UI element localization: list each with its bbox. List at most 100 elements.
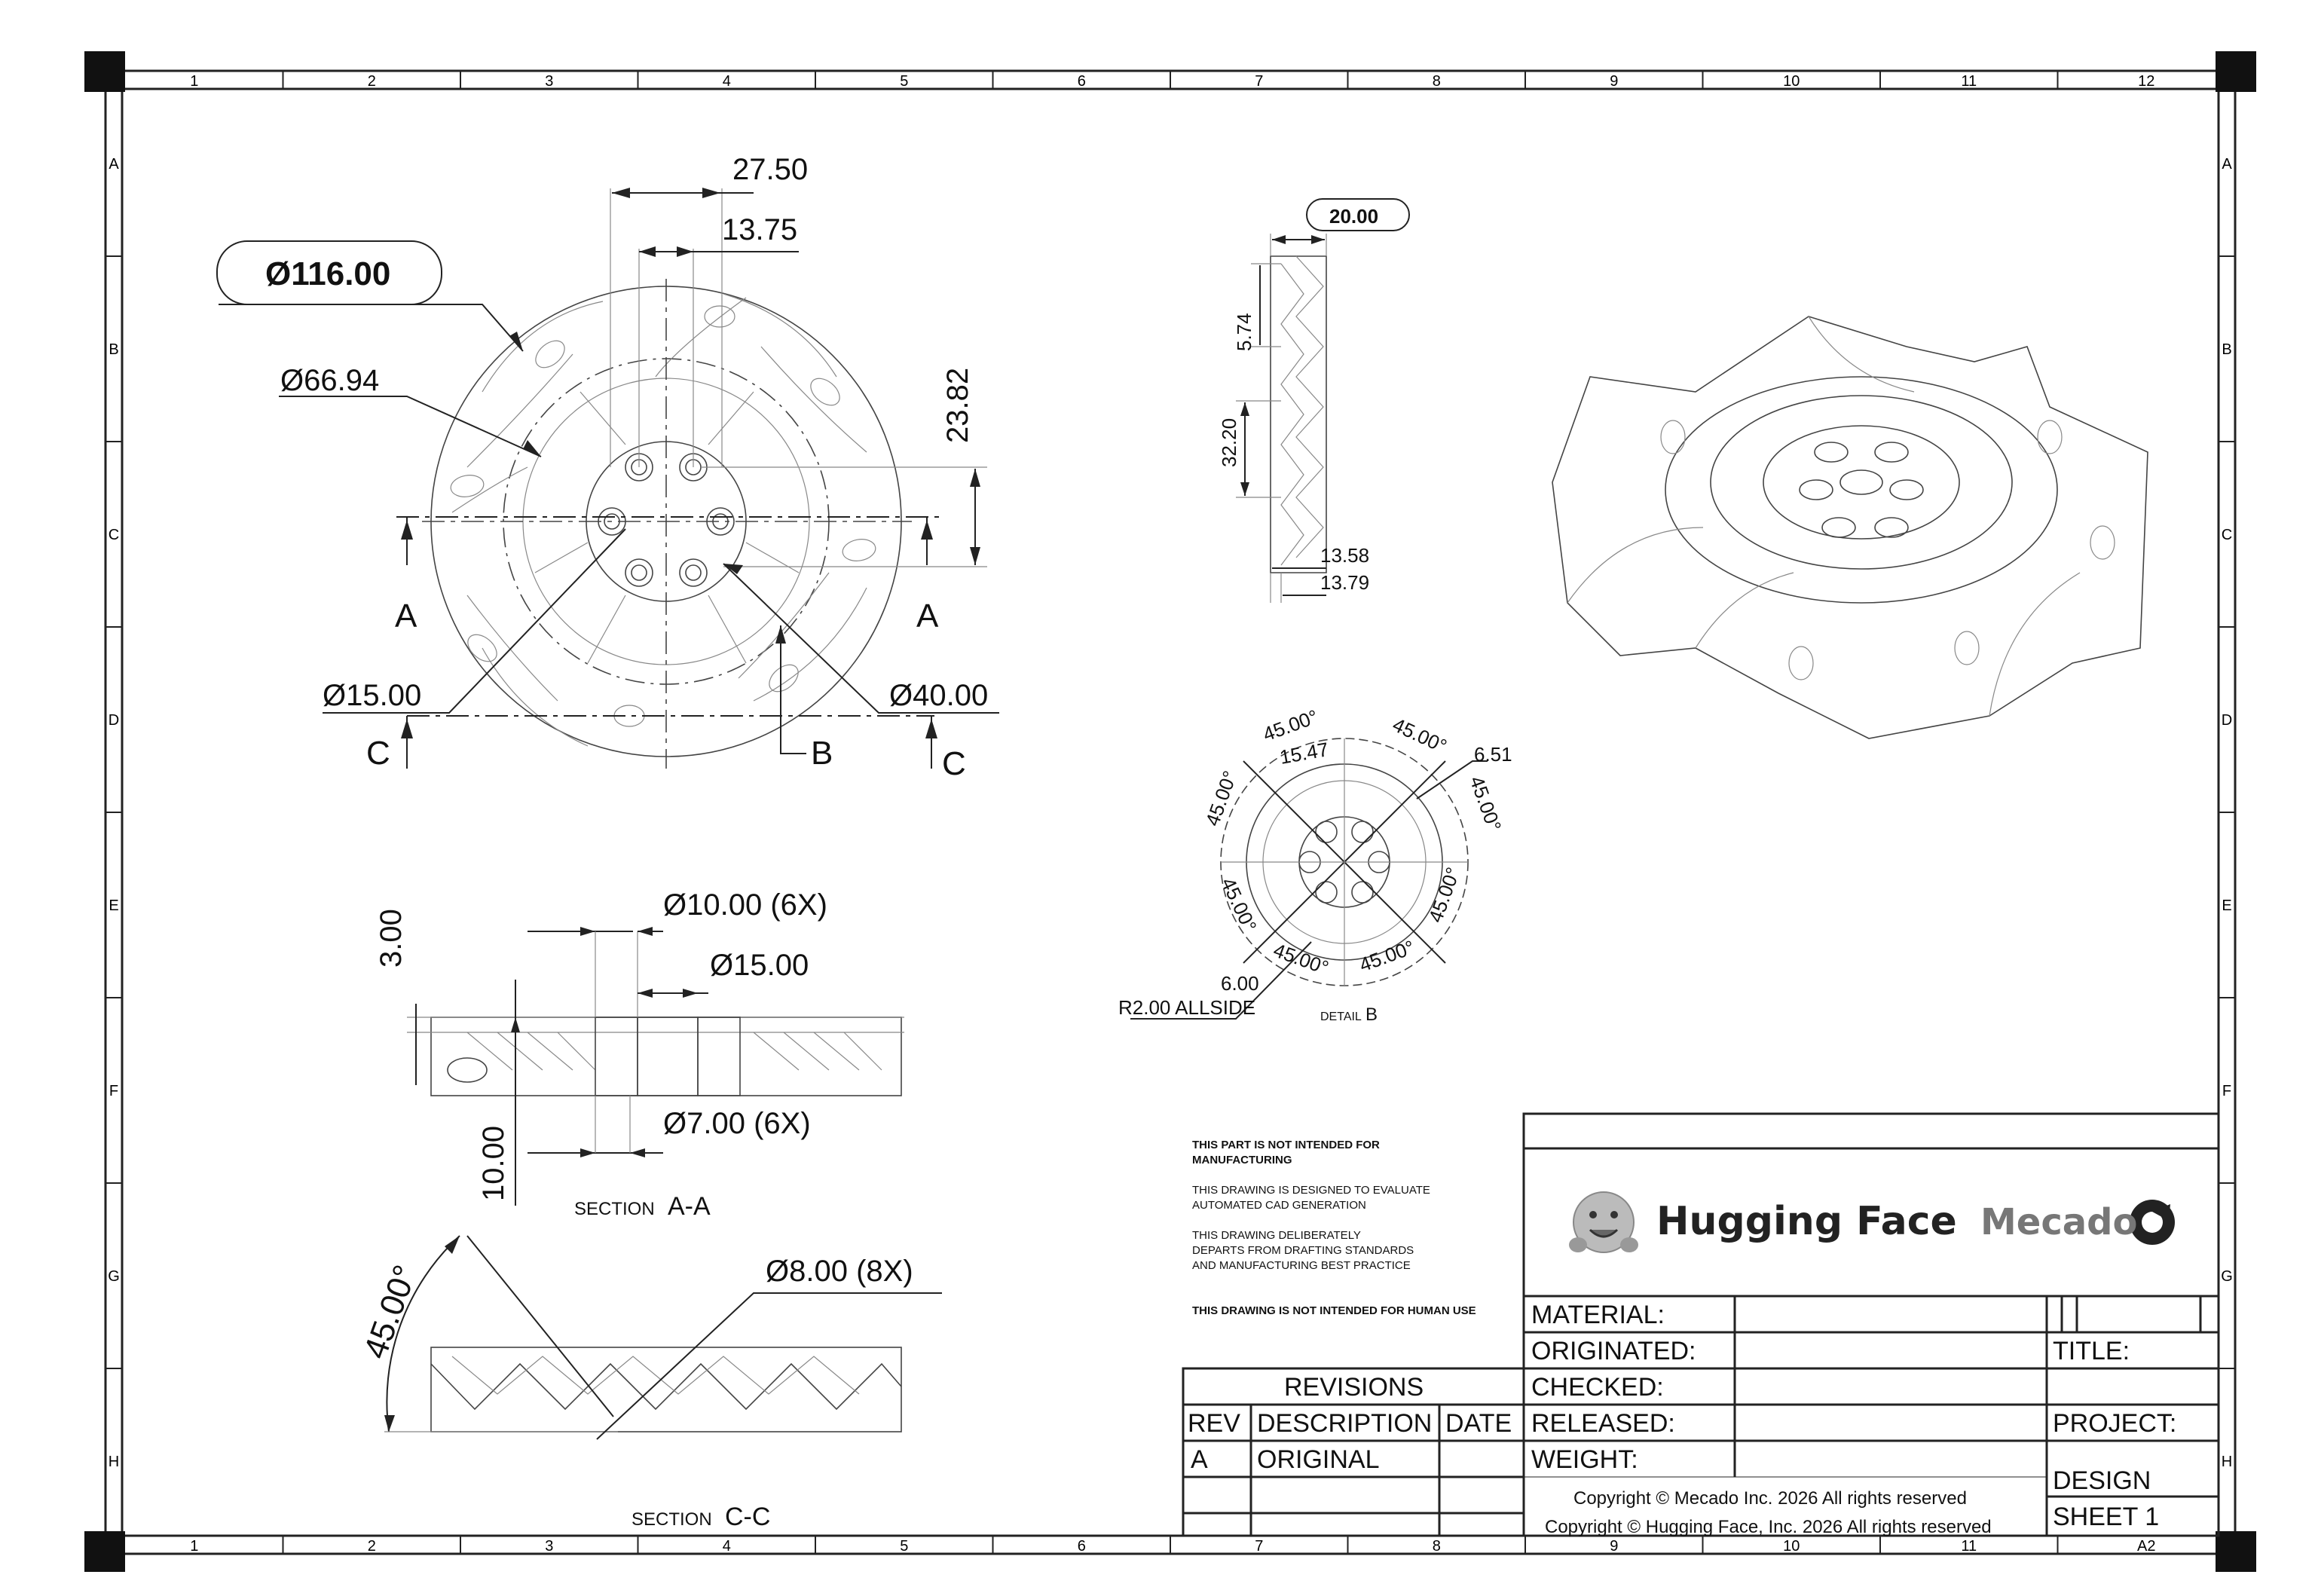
border-row-label-left: C bbox=[109, 527, 119, 543]
weight-label: WEIGHT: bbox=[1531, 1445, 1638, 1474]
detail-angle-4: 45.00° bbox=[1424, 864, 1464, 925]
dim-right-label: 23.82 bbox=[941, 368, 974, 443]
detail-angle-7: 45.00° bbox=[1217, 874, 1261, 935]
revisions-col-desc: DESCRIPTION bbox=[1257, 1409, 1432, 1438]
isometric-view bbox=[1552, 316, 2148, 739]
corner-mark-tl bbox=[84, 51, 125, 92]
border-col-label-bottom: 1 bbox=[190, 1538, 198, 1555]
cut-a-left-label: A bbox=[395, 598, 417, 634]
front-view bbox=[216, 188, 999, 769]
section-aa-label-small: SECTION bbox=[574, 1199, 655, 1219]
border-col-label-bottom: 3 bbox=[545, 1538, 553, 1555]
mecado-logo-text: Mecado bbox=[1980, 1201, 2138, 1243]
detail-angle-5: 45.00° bbox=[1356, 936, 1417, 977]
dia-hub-label: Ø40.00 bbox=[889, 679, 988, 712]
side-view bbox=[1236, 198, 1410, 603]
note-3b: DEPARTS FROM DRAFTING STANDARDS bbox=[1192, 1244, 1414, 1257]
border-row-label-right: B bbox=[2222, 341, 2231, 358]
border-col-label-bottom: A2 bbox=[2137, 1538, 2155, 1555]
dim-top2-label: 13.75 bbox=[722, 213, 797, 246]
side-dim2-label: 32.20 bbox=[1218, 418, 1240, 467]
section-cc-label-letter: C-C bbox=[725, 1503, 770, 1531]
dia-mid-label: Ø66.94 bbox=[280, 364, 379, 397]
cut-c-right-label: C bbox=[942, 745, 966, 782]
note-2b: AUTOMATED CAD GENERATION bbox=[1192, 1199, 1366, 1212]
side-dim3-label: 13.58 bbox=[1320, 544, 1369, 567]
note-1b: MANUFACTURING bbox=[1192, 1154, 1292, 1166]
border-col-label-top: 2 bbox=[368, 73, 376, 90]
title-label: TITLE: bbox=[2053, 1337, 2130, 1365]
section-cc-label-small: SECTION bbox=[632, 1509, 712, 1530]
project-label: PROJECT: bbox=[2053, 1409, 2176, 1438]
border-row-label-left: F bbox=[109, 1083, 118, 1099]
border-row-label-right: D bbox=[2222, 712, 2232, 729]
note-4: THIS DRAWING IS NOT INTENDED FOR HUMAN U… bbox=[1192, 1304, 1476, 1317]
section-aa-dim-bot: 10.00 bbox=[477, 1126, 510, 1201]
released-label: RELEASED: bbox=[1531, 1409, 1675, 1438]
border-col-label-top: 5 bbox=[900, 73, 908, 90]
detail-angle-3: 45.00° bbox=[1465, 773, 1506, 834]
side-dim4-label: 13.79 bbox=[1320, 571, 1369, 594]
checked-label: CHECKED: bbox=[1531, 1373, 1664, 1402]
section-aa-dim-top: 3.00 bbox=[375, 909, 408, 968]
hugging-face-logo-text: Hugging Face bbox=[1656, 1199, 1957, 1244]
border-row-label-left: D bbox=[109, 712, 119, 729]
border-row-label-right: F bbox=[2222, 1083, 2231, 1099]
note-3a: THIS DRAWING DELIBERATELY bbox=[1192, 1229, 1361, 1242]
revision-rev-cell: A bbox=[1191, 1445, 1208, 1474]
section-cc-angle: 45.00° bbox=[356, 1261, 424, 1364]
section-cc-hole: Ø8.00 (8X) bbox=[766, 1255, 913, 1288]
border-col-label-top: 1 bbox=[190, 73, 198, 90]
side-dim1-label: 5.74 bbox=[1233, 313, 1255, 351]
originated-label: ORIGINATED: bbox=[1531, 1337, 1696, 1365]
inner-frame bbox=[121, 87, 2220, 1537]
border-col-label-top: 12 bbox=[2138, 73, 2154, 90]
cut-a-right-label: A bbox=[916, 598, 939, 634]
title-block bbox=[1522, 1112, 2220, 1537]
border-col-label-top: 3 bbox=[545, 73, 553, 90]
note-2a: THIS DRAWING IS DESIGNED TO EVALUATE bbox=[1192, 1184, 1430, 1197]
section-cc-view bbox=[384, 1235, 942, 1440]
corner-mark-bl bbox=[84, 1531, 125, 1572]
section-aa-view bbox=[407, 927, 904, 1206]
detail-b-callout: B bbox=[811, 735, 833, 772]
note-1a: THIS PART IS NOT INTENDED FOR bbox=[1192, 1139, 1380, 1151]
border-col-label-top: 10 bbox=[1783, 73, 1800, 90]
border-col-label-top: 8 bbox=[1433, 73, 1441, 90]
cut-c-left-label: C bbox=[366, 735, 390, 772]
border-row-label-left: G bbox=[108, 1268, 120, 1285]
section-aa-hole1: Ø10.00 (6X) bbox=[663, 888, 827, 922]
border-col-label-top: 6 bbox=[1078, 73, 1086, 90]
border-row-label-right: E bbox=[2222, 897, 2231, 914]
note-3c: AND MANUFACTURING BEST PRACTICE bbox=[1192, 1259, 1411, 1272]
dim-top1-label: 27.50 bbox=[732, 153, 808, 186]
border-row-label-left: A bbox=[109, 156, 119, 173]
border-col-label-top: 9 bbox=[1610, 73, 1618, 90]
detail-label-small: DETAIL bbox=[1320, 1010, 1362, 1023]
border-row-label-right: A bbox=[2222, 156, 2232, 173]
border-col-label-top: 4 bbox=[723, 73, 731, 90]
sheet-label: SHEET 1 bbox=[2053, 1503, 2159, 1531]
detail-label-letter: B bbox=[1365, 1004, 1378, 1025]
detail-b-view bbox=[1130, 738, 1488, 1020]
dia-outer-label: Ø116.00 bbox=[265, 255, 390, 292]
border-row-label-left: H bbox=[109, 1454, 119, 1470]
section-aa-label-letter: A-A bbox=[668, 1192, 711, 1221]
corner-mark-tr bbox=[2216, 51, 2256, 92]
detail-angle-8: 45.00° bbox=[1200, 768, 1241, 829]
border-col-label-bottom: 9 bbox=[1610, 1538, 1618, 1555]
border-row-label-right: H bbox=[2222, 1454, 2232, 1470]
border-col-label-bottom: 5 bbox=[900, 1538, 908, 1555]
border-col-label-bottom: 2 bbox=[368, 1538, 376, 1555]
border-col-label-bottom: 7 bbox=[1255, 1538, 1263, 1555]
detail-dim2-label: 6.51 bbox=[1474, 743, 1512, 766]
detail-radius-label: R2.00 ALLSIDE bbox=[1118, 996, 1255, 1019]
border-row-label-left: B bbox=[109, 341, 118, 358]
border-col-label-bottom: 4 bbox=[723, 1538, 731, 1555]
border-col-label-bottom: 10 bbox=[1783, 1538, 1800, 1555]
detail-dim1-label: 15.47 bbox=[1278, 738, 1330, 769]
section-aa-hole2: Ø15.00 bbox=[710, 949, 809, 982]
copyright-hugging-face: Copyright © Hugging Face, Inc. 2026 All … bbox=[1545, 1517, 1992, 1537]
